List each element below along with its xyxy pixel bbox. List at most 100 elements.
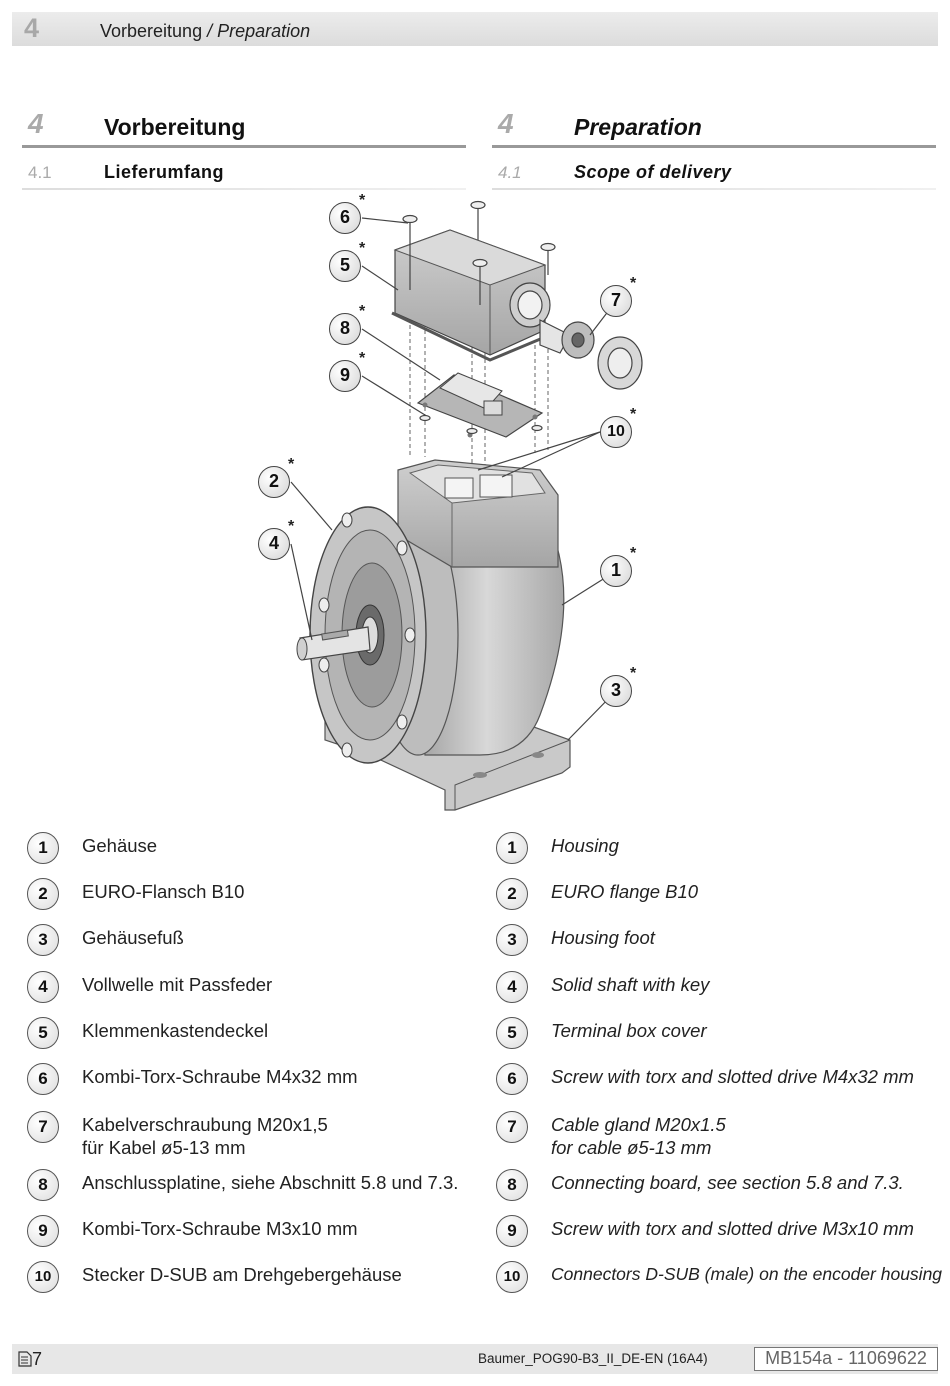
legend-item-line: EURO-Flansch B10: [82, 881, 245, 902]
callout-number: 6: [339, 207, 350, 227]
callout-asterisk: *: [288, 456, 295, 473]
callout-asterisk: *: [359, 240, 366, 257]
legend-item-line: Housing: [551, 835, 619, 856]
legend-item-text: Kombi-Torx-Schraube M3x10 mm: [82, 1217, 358, 1240]
callout-asterisk: *: [288, 518, 295, 535]
legend-item-text: Terminal box cover: [551, 1019, 707, 1042]
item-number-badge: 2: [27, 878, 59, 910]
legend-item-text: Screw with torx and slotted drive M4x32 …: [551, 1065, 914, 1088]
item-number-badge: 5: [496, 1017, 528, 1049]
item-number-badge: 2: [496, 878, 528, 910]
legend-item-text: EURO flange B10: [551, 880, 698, 903]
legend-item-line: Gehäuse: [82, 835, 158, 856]
chapter-title: Preparation: [574, 114, 702, 140]
running-header-chapter-number: 4: [24, 13, 40, 43]
callout-asterisk: *: [630, 406, 637, 423]
legend-item-line: Connectors D-SUB (male) on the encoder h…: [551, 1264, 943, 1284]
chapter-number: 4: [28, 108, 44, 139]
legend-item-text: Kombi-Torx-Schraube M4x32 mm: [82, 1065, 358, 1088]
legend-item-line: Gehäusefuß: [82, 927, 184, 948]
callout-number: 8: [339, 318, 350, 338]
item-number-badge: 3: [496, 924, 528, 956]
callout-4: 4: [258, 528, 290, 560]
item-number-badge: 7: [496, 1111, 528, 1143]
callout-2: 2: [258, 466, 290, 498]
legend-item-line: Solid shaft with key: [551, 974, 710, 995]
subsection-number: 4.1: [28, 163, 52, 182]
legend-item-text: Screw with torx and slotted drive M3x10 …: [551, 1217, 914, 1240]
legend-item-text: Solid shaft with key: [551, 973, 709, 996]
chapter-title: Vorbereitung: [104, 114, 246, 140]
item-number-badge: 4: [27, 971, 59, 1003]
callout-asterisk: *: [630, 545, 637, 562]
heading-divider: [492, 145, 936, 148]
callout-3: 3: [600, 675, 632, 707]
legend-item-line: Vollwelle mit Passfeder: [82, 974, 273, 995]
legend-item-text: Gehäuse: [82, 834, 157, 857]
cable-gland: [509, 282, 643, 390]
document-name: Baumer_POG90-B3_II_DE-EN (16A4): [478, 1351, 708, 1366]
legend-item-line: Terminal box cover: [551, 1020, 707, 1041]
solid-shaft: [296, 626, 371, 661]
legend-item-text: Connectors D-SUB (male) on the encoder h…: [551, 1263, 942, 1286]
legend-item-line: Kombi-Torx-Schraube M3x10 mm: [82, 1218, 358, 1239]
legend-item-line: EURO flange B10: [551, 881, 699, 902]
callout-number: 3: [610, 680, 621, 700]
legend-item-line: Screw with torx and slotted drive M3x10 …: [551, 1218, 914, 1239]
legend-item-line: Kabelverschraubung M20x1,5: [82, 1114, 328, 1135]
callout-asterisk: *: [359, 303, 366, 320]
legend-item-line: Cable gland M20x1.5: [551, 1114, 726, 1135]
callout-asterisk: *: [630, 665, 637, 682]
callout-number: 7: [610, 290, 621, 310]
terminal-box-base: [397, 459, 559, 568]
item-number-badge: 3: [27, 924, 59, 956]
callout-asterisk: *: [630, 275, 637, 292]
legend-item-line: Klemmenkastendeckel: [82, 1020, 269, 1041]
subheading-divider: [492, 188, 936, 190]
legend-item-text: Vollwelle mit Passfeder: [82, 973, 272, 996]
document-icon: [18, 1351, 32, 1367]
subsection-number: 4.1: [498, 163, 522, 182]
callout-asterisk: *: [359, 192, 366, 209]
legend-item-text: Anschlussplatine, siehe Abschnitt 5.8 un…: [82, 1171, 458, 1194]
subheading-divider: [22, 188, 466, 190]
document-code: MB154a - 11069622: [754, 1347, 938, 1371]
encoder-exploded-view-figure: [290, 200, 643, 811]
item-number-badge: 10: [496, 1261, 528, 1293]
legend-item-line: für Kabel ø5-13 mm: [82, 1137, 246, 1158]
callout-9: 9: [329, 360, 361, 392]
item-number-badge: 6: [27, 1063, 59, 1095]
legend-item-text: Gehäusefuß: [82, 926, 184, 949]
running-header-separator: /: [202, 21, 218, 41]
item-number-badge: 4: [496, 971, 528, 1003]
subsection-title: Scope of delivery: [574, 162, 732, 182]
legend-item-line: Stecker D-SUB am Drehgebergehäuse: [82, 1264, 402, 1285]
legend-item-line: Screw with torx and slotted drive M4x32 …: [551, 1066, 914, 1087]
item-number-badge: 10: [27, 1261, 59, 1293]
heading-divider: [22, 145, 466, 148]
legend-item-text: Connecting board, see section 5.8 and 7.…: [551, 1171, 904, 1194]
page-number: 7: [18, 1349, 42, 1370]
legend-item-text: Stecker D-SUB am Drehgebergehäuse: [82, 1263, 402, 1286]
callout-5: 5: [329, 250, 361, 282]
legend-item-text: Housing: [551, 834, 619, 857]
terminal-box-cover: [391, 229, 551, 362]
legend-item-line: Anschlussplatine, siehe Abschnitt 5.8 un…: [82, 1172, 459, 1193]
item-number-badge: 8: [496, 1169, 528, 1201]
item-number-badge: 1: [496, 832, 528, 864]
item-number-badge: 9: [496, 1215, 528, 1247]
legend-item-line: Kombi-Torx-Schraube M4x32 mm: [82, 1066, 358, 1087]
page-number-value: 7: [32, 1349, 43, 1369]
callout-number: 5: [339, 255, 350, 275]
item-number-badge: 1: [27, 832, 59, 864]
callout-10: 10: [600, 416, 632, 448]
item-number-badge: 7: [27, 1111, 59, 1143]
item-number-badge: 8: [27, 1169, 59, 1201]
callout-7: 7: [600, 285, 632, 317]
callout-8: 8: [329, 313, 361, 345]
page-footer: 7 Baumer_POG90-B3_II_DE-EN (16A4) MB154a…: [12, 1344, 938, 1374]
legend-item-line: Housing foot: [551, 927, 655, 948]
item-number-badge: 6: [496, 1063, 528, 1095]
callout-number: 1: [610, 560, 621, 580]
